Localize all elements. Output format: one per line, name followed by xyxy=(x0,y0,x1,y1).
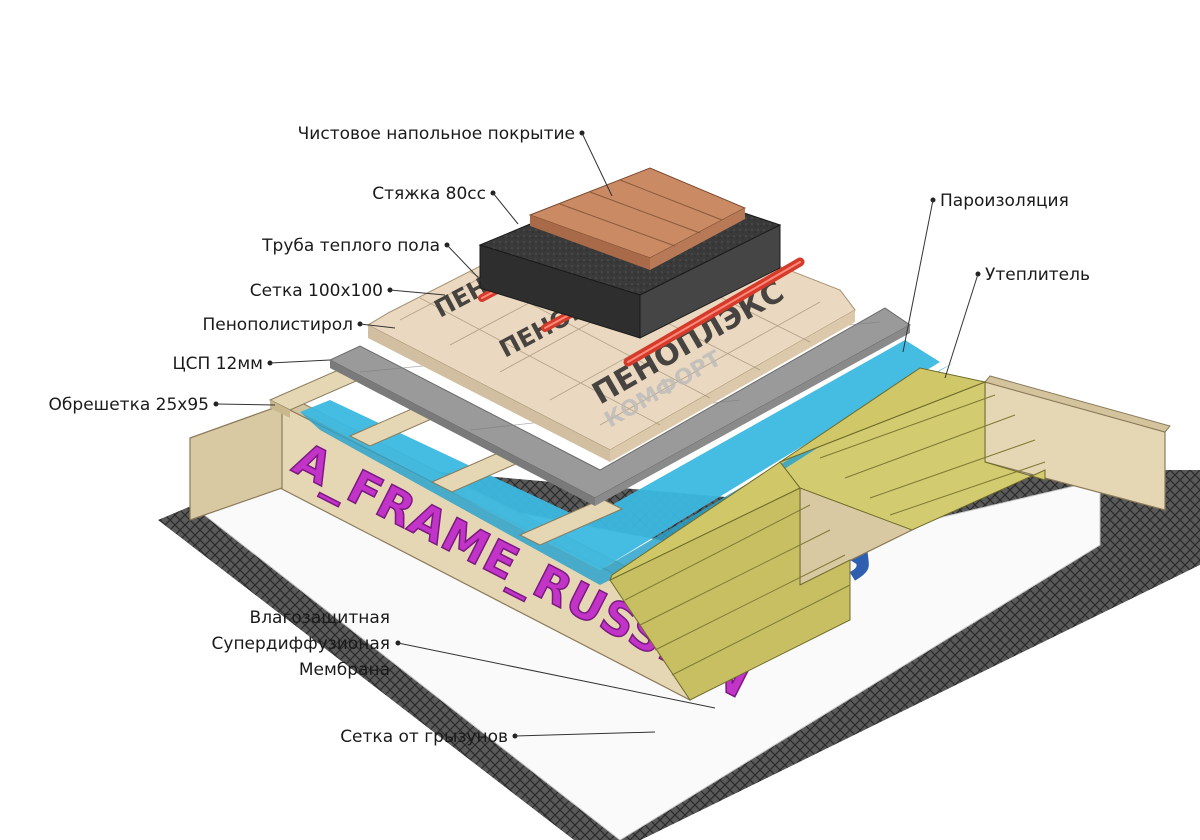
label-dsp: ЦСП 12мм xyxy=(172,354,263,374)
label-finish-floor: Чистовое напольное покрытие xyxy=(298,124,575,144)
label-screed: Стяжка 80сс xyxy=(372,184,486,204)
label-insulation: Утеплитель xyxy=(985,265,1090,285)
label-membrane-line3: Мембрана xyxy=(299,660,390,680)
label-heating-pipe: Труба теплого пола xyxy=(261,236,440,256)
finish-floor-block xyxy=(528,167,747,270)
leader-lines xyxy=(213,130,981,739)
label-vapor-barrier: Пароизоляция xyxy=(940,191,1069,211)
label-eps: Пенополистирол xyxy=(202,315,353,335)
left-beam-end xyxy=(189,404,283,521)
right-beam xyxy=(984,375,1171,511)
label-membrane-line1: Влагозащитная xyxy=(250,608,390,628)
labels: Чистовое напольное покрытие Стяжка 80сс … xyxy=(49,124,1090,747)
insulation-top xyxy=(609,367,987,582)
label-batten: Обрешетка 25х95 xyxy=(49,395,209,415)
dsp-board-layer xyxy=(328,307,911,506)
insulation-block-left xyxy=(609,487,851,701)
vapor-barrier-layer xyxy=(300,340,955,585)
label-membrane-line2: Супердиффузионая xyxy=(212,634,390,654)
insulation-block-right xyxy=(779,381,1046,531)
label-rodent-mesh: Сетка от грызунов xyxy=(340,727,508,747)
label-mesh: Сетка 100х100 xyxy=(250,281,383,301)
